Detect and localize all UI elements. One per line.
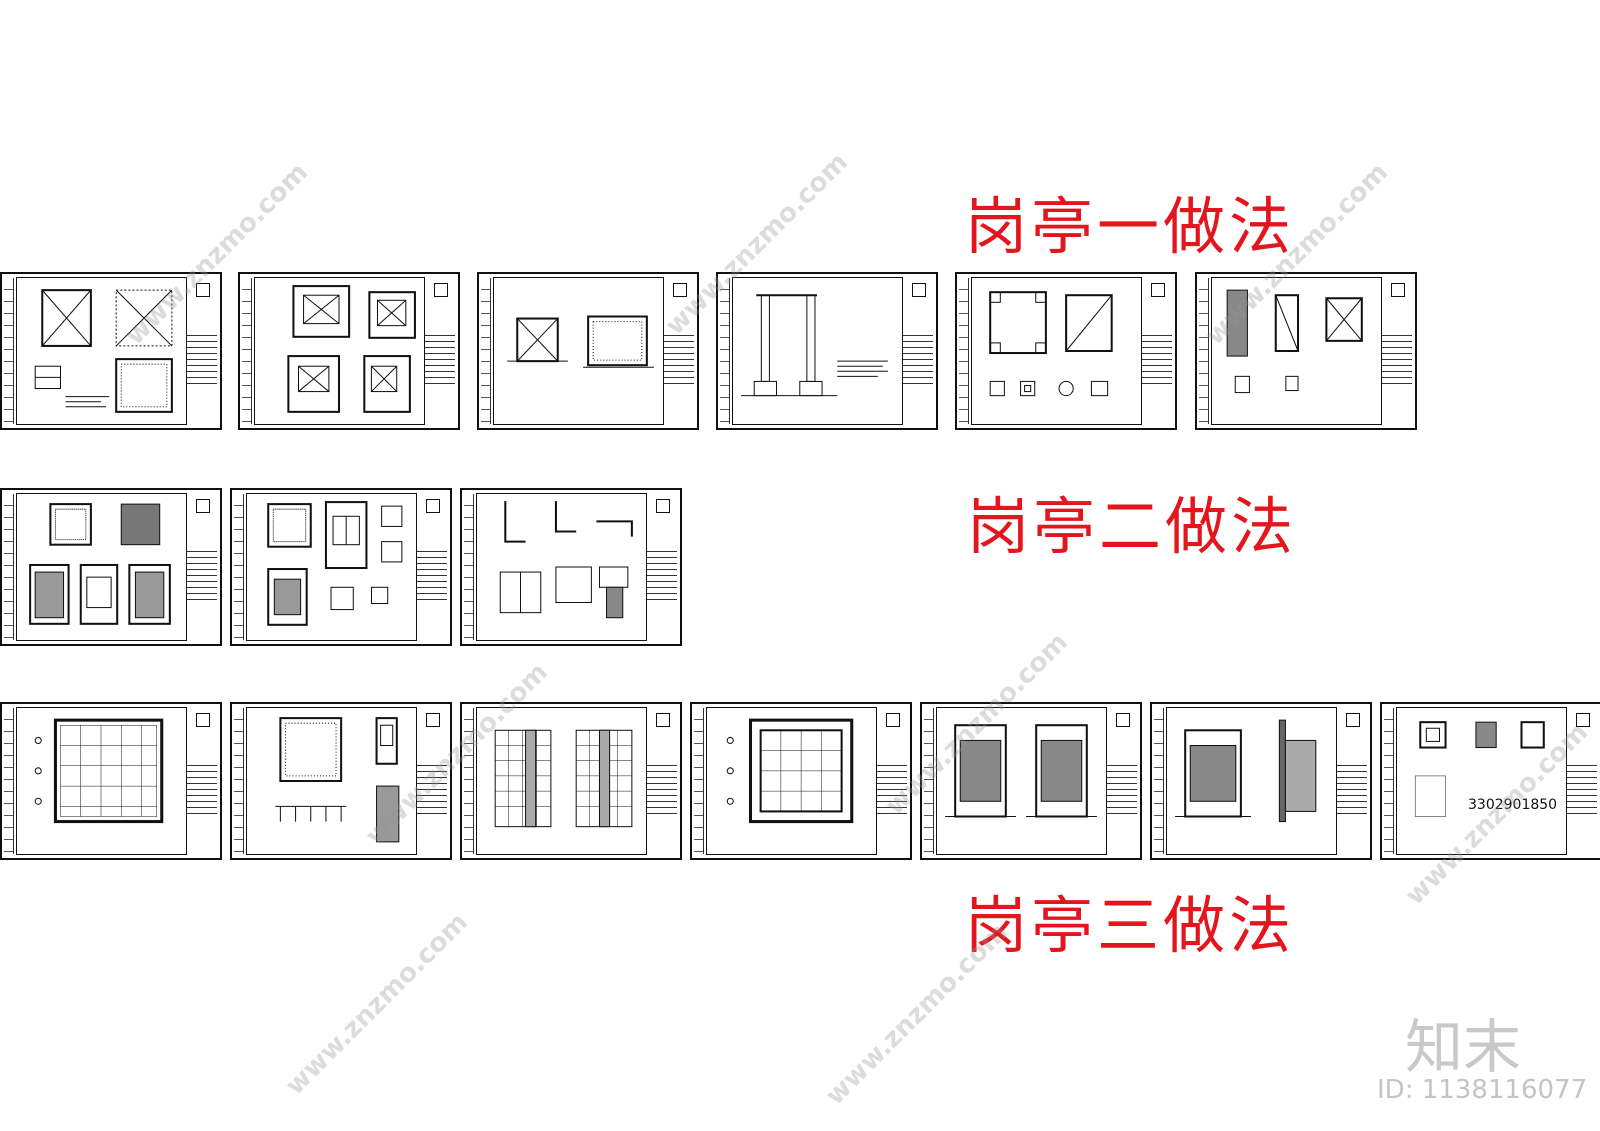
title-block: [1141, 277, 1172, 425]
sheet-number-text: 3302901850: [1468, 797, 1558, 813]
title-block: [424, 277, 455, 425]
drawing-sheet[interactable]: [690, 702, 912, 860]
drawing-sheet[interactable]: [238, 272, 460, 430]
drawing-sheet[interactable]: [920, 702, 1142, 860]
watermark-id: ID: 1138116077: [1377, 1075, 1588, 1105]
drawing-sheet[interactable]: [0, 488, 222, 646]
drawing-sheet[interactable]: 3302901850: [1380, 702, 1600, 860]
watermark-logo: 知末: [1405, 1013, 1522, 1081]
title-block: [1336, 707, 1367, 855]
title-block: [646, 707, 677, 855]
heading-sentry-box-1: 岗亭一做法: [965, 190, 1296, 263]
watermark-text: www.znzmo.com: [280, 907, 474, 1102]
title-block: [1381, 277, 1412, 425]
drawing-sheet[interactable]: [0, 702, 222, 860]
drawing-sheet[interactable]: [460, 488, 682, 646]
title-block: [186, 707, 217, 855]
drawing-sheet[interactable]: [1195, 272, 1417, 430]
watermark-text: www.znzmo.com: [820, 917, 1014, 1112]
drawing-sheet[interactable]: [230, 702, 452, 860]
title-block: [663, 277, 694, 425]
title-block: [186, 277, 217, 425]
drawing-sheet[interactable]: [1150, 702, 1372, 860]
heading-sentry-box-3: 岗亭三做法: [965, 889, 1296, 962]
drawing-sheet[interactable]: [716, 272, 938, 430]
heading-sentry-box-2: 岗亭二做法: [967, 490, 1298, 563]
title-block: [416, 707, 447, 855]
drawing-sheet[interactable]: [955, 272, 1177, 430]
title-block: [416, 493, 447, 641]
title-block: [1106, 707, 1137, 855]
title-block: [646, 493, 677, 641]
drawing-sheet[interactable]: [460, 702, 682, 860]
drawing-sheet[interactable]: [230, 488, 452, 646]
title-block: [902, 277, 933, 425]
drawing-sheet[interactable]: [0, 272, 222, 430]
title-block: [186, 493, 217, 641]
drawing-sheet[interactable]: [477, 272, 699, 430]
title-block: [876, 707, 907, 855]
title-block: [1566, 707, 1597, 855]
